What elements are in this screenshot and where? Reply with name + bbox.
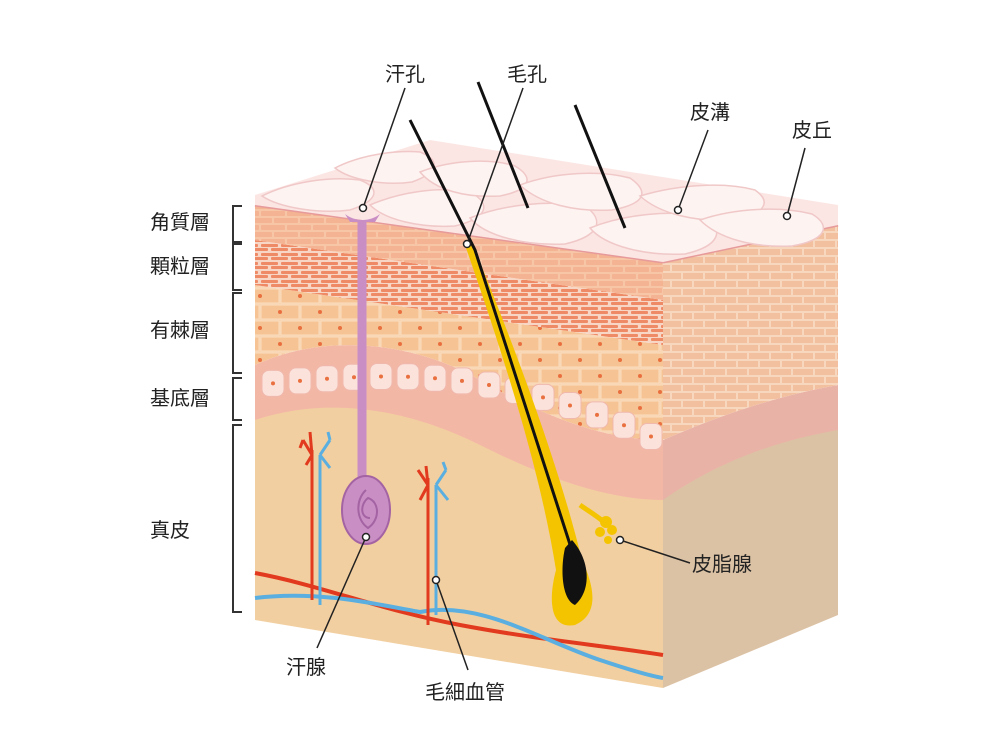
side-dermis	[663, 405, 838, 688]
basal-cell-nucleus	[487, 383, 491, 388]
side-basal	[663, 385, 838, 500]
stratum-corneum-layer	[255, 205, 663, 300]
layer-label-basal: 基底層	[150, 386, 210, 410]
front-face	[254, 203, 664, 688]
bracket-granular	[232, 243, 242, 291]
basal-cell-nucleus	[433, 376, 437, 381]
basal-cell-nucleus	[271, 381, 275, 386]
hair-sheath	[465, 245, 593, 626]
bracket-dermis	[232, 424, 242, 613]
label-skin-ridge: 皮丘	[792, 118, 832, 142]
hair-follicle	[408, 119, 617, 626]
basal-cell-nucleus	[325, 376, 329, 381]
basal-cells	[261, 363, 663, 451]
basal-cell-nucleus	[352, 375, 356, 380]
leader-lines	[316, 87, 806, 671]
basal-cell-nucleus	[568, 403, 572, 408]
sebaceous-gland	[578, 502, 617, 544]
bracket-stratum-corneum	[232, 205, 242, 243]
layer-label-stratum-corneum: 角質層	[150, 210, 210, 234]
side-epidermis	[663, 225, 838, 440]
basal-cell-nucleus	[298, 378, 302, 383]
basal-cell-nucleus	[595, 412, 599, 417]
side-face	[662, 223, 839, 688]
label-skin-groove: 皮溝	[690, 100, 730, 124]
label-hair-pore: 毛孔	[507, 62, 547, 86]
bracket-basal	[232, 377, 242, 421]
label-capillary: 毛細血管	[425, 680, 505, 704]
granular-layer	[255, 240, 663, 345]
label-sweat-gland: 汗腺	[286, 655, 326, 679]
vein	[254, 593, 664, 680]
basal-cell-nucleus	[622, 423, 626, 428]
artery	[254, 571, 664, 657]
basal-cell-nucleus	[649, 434, 653, 439]
basal-cell-nucleus	[460, 378, 464, 383]
skin-surface	[255, 140, 838, 262]
basal-cell-nucleus	[541, 395, 545, 400]
label-sweat-pore: 汗孔	[385, 62, 425, 86]
leader-dots	[358, 203, 792, 585]
blood-vessels	[254, 431, 664, 680]
hair-shaft	[408, 119, 577, 561]
sweat-gland-coil	[341, 475, 391, 545]
layer-label-granular: 顆粒層	[150, 254, 210, 278]
hair-bulb	[562, 540, 587, 605]
sweat-gland-structure	[341, 214, 391, 545]
basal-cell-nucleus	[379, 374, 383, 379]
label-sebaceous-gland: 皮脂腺	[692, 552, 752, 576]
layer-label-spinous: 有棘層	[150, 318, 210, 342]
bracket-spinous	[232, 292, 242, 374]
basal-cell-nucleus	[406, 374, 410, 379]
layer-label-dermis: 真皮	[150, 518, 190, 542]
